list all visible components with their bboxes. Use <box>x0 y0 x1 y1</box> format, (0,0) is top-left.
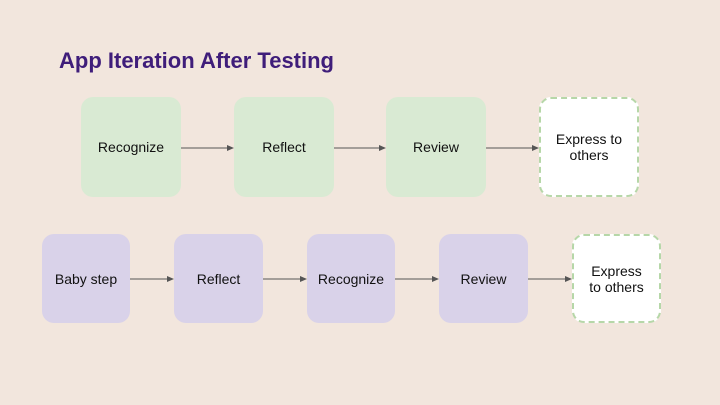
arrow-icon <box>334 143 386 153</box>
row2-step-express-to-others: Express to others <box>572 234 661 323</box>
arrow-icon <box>263 274 307 284</box>
row1-step-review: Review <box>386 97 486 197</box>
node-label: Review <box>413 139 459 155</box>
node-label-line1: Express to <box>555 131 623 147</box>
node-label: Reflect <box>196 270 241 287</box>
arrow-icon <box>181 143 234 153</box>
arrow-icon <box>395 274 439 284</box>
node-label: Baby step <box>54 270 118 287</box>
node-label-line1: Express <box>591 262 642 279</box>
row2-step-recognize: Recognize <box>307 234 395 323</box>
row2-step-review: Review <box>439 234 528 323</box>
row1-step-express-to-others: Express to others <box>539 97 639 197</box>
arrow-icon <box>528 274 572 284</box>
arrow-icon <box>130 274 174 284</box>
node-label: Recognize <box>317 270 385 287</box>
node-label-line2: to others <box>589 278 644 295</box>
node-label: Review <box>460 270 507 287</box>
row2-step-reflect: Reflect <box>174 234 263 323</box>
node-label: Reflect <box>262 139 306 155</box>
arrow-icon <box>486 143 539 153</box>
node-label-line2: others <box>569 147 609 163</box>
row1-step-reflect: Reflect <box>234 97 334 197</box>
row2-step-baby-step: Baby step <box>42 234 130 323</box>
row1-step-recognize: Recognize <box>81 97 181 197</box>
page-title: App Iteration After Testing <box>59 48 334 73</box>
node-label: Recognize <box>97 139 165 155</box>
